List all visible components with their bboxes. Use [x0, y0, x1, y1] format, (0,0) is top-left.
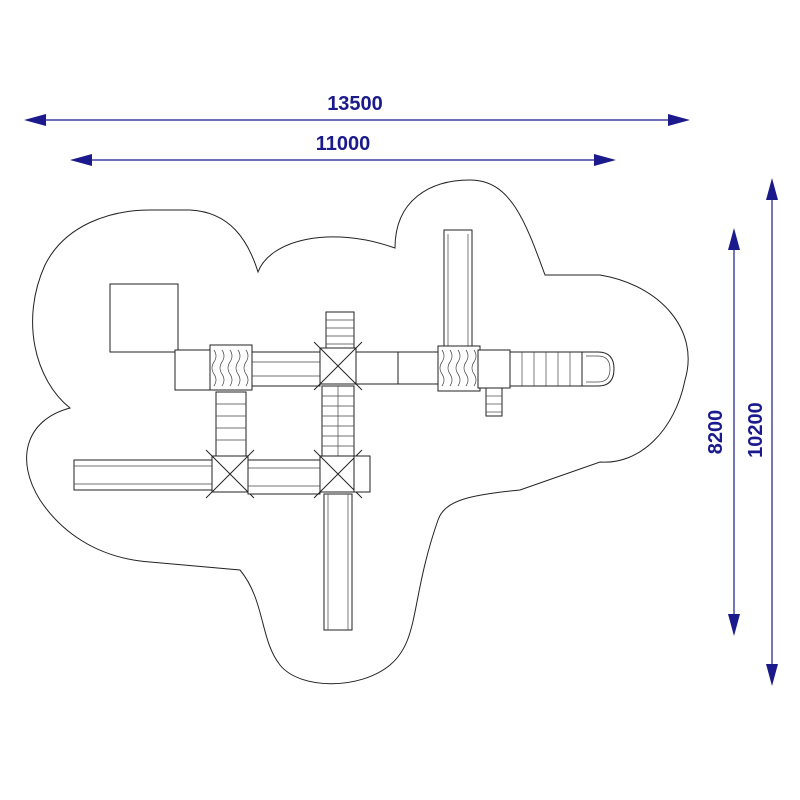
bridge-left: [251, 351, 321, 387]
dimension-outer-width: 13500: [24, 93, 690, 126]
roof-panel: [109, 283, 179, 353]
side-panel: [353, 455, 371, 493]
dimension-outer-height: 10200: [745, 178, 778, 686]
dim-label-inner-height: 8200: [705, 410, 727, 455]
arrowhead-up: [728, 228, 740, 250]
bridge-lower: [247, 459, 321, 495]
dim-label-outer-width: 13500: [327, 93, 383, 115]
slide-bottom: [323, 493, 353, 631]
arrowhead-left: [70, 154, 92, 166]
arrowhead-down: [766, 664, 778, 686]
dimension-inner-width: 11000: [70, 133, 616, 166]
slide-top-right: [443, 229, 473, 351]
step-ladder: [485, 387, 503, 417]
arrowhead-left: [24, 114, 46, 126]
arrowhead-down: [728, 614, 740, 636]
left-platform: [174, 349, 216, 391]
arch-end: [581, 351, 615, 387]
dim-label-inner-width: 11000: [316, 133, 371, 155]
safety-zone-outline: [26, 179, 689, 685]
playground-equipment: [73, 229, 615, 631]
climbing-ladder-left: [215, 391, 247, 459]
dim-label-outer-height: 10200: [745, 402, 767, 458]
arrowhead-up: [766, 178, 778, 200]
arrowhead-right: [594, 154, 616, 166]
right-platform: [477, 349, 511, 389]
dimension-inner-height: 8200: [705, 228, 740, 636]
arrowhead-right: [668, 114, 690, 126]
slide-left: [73, 459, 215, 491]
